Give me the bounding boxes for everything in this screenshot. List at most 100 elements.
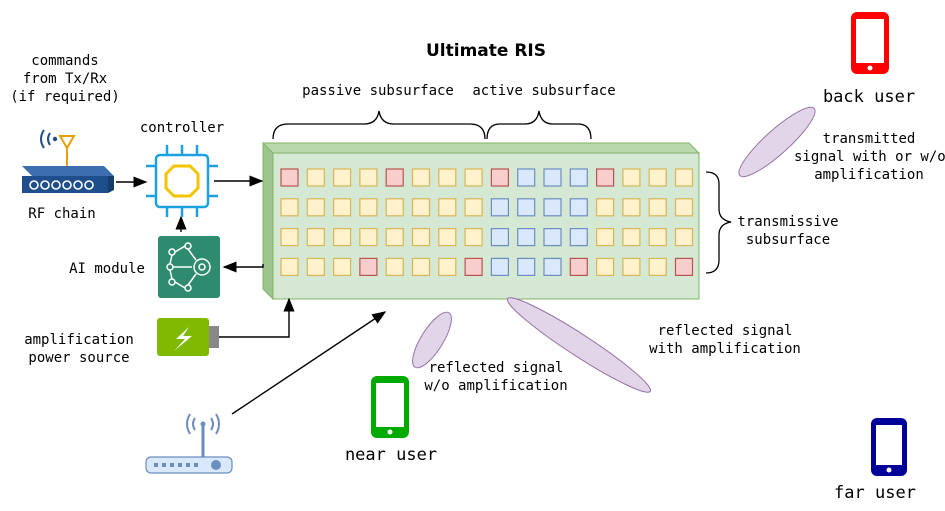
transmitted-line-3: amplification [814, 167, 924, 183]
controller-chip-icon [146, 145, 218, 217]
ris-cell-grid [280, 168, 694, 276]
active-brace [486, 110, 592, 140]
near-user-label: near user [344, 445, 438, 465]
active-cell [569, 168, 588, 187]
active-cell [490, 228, 509, 247]
far-user-phone-icon [871, 418, 907, 476]
tuned-cell [359, 257, 378, 276]
transmissive-subsurface-label: transmissive subsurface [728, 213, 848, 249]
active-cell [490, 257, 509, 276]
passive-cell [674, 168, 694, 187]
back-user-label: back user [822, 87, 916, 107]
passive-cell [595, 198, 615, 217]
passive-subsurface-label: passive subsurface [302, 83, 454, 99]
active-subsurface-label: active subsurface [472, 83, 616, 99]
power-to-ris-arrow [219, 297, 295, 338]
near-user-phone-icon [371, 376, 409, 438]
active-cell [543, 228, 562, 247]
tuned-cell [674, 257, 694, 276]
passive-cell [385, 257, 404, 276]
ai-module-label: AI module [69, 261, 145, 277]
passive-cell [359, 168, 378, 187]
passive-cell [411, 168, 431, 187]
passive-cell [438, 168, 457, 187]
ai-module-icon [158, 236, 220, 298]
commands-label: commands from Tx/Rx (if required) [0, 52, 130, 106]
tuned-cell [464, 257, 483, 276]
tuned-cell [385, 168, 404, 187]
passive-cell [622, 228, 641, 247]
passive-cell [359, 198, 378, 217]
active-cell [490, 198, 509, 217]
transmitted-line-2: signal with or w/o [794, 149, 945, 165]
passive-cell [333, 198, 352, 217]
passive-cell [648, 257, 667, 276]
rf-chain-icon [22, 129, 114, 193]
transmitted-signal-label: transmitted signal with or w/o amplifica… [794, 130, 945, 184]
controller-label: controller [139, 120, 225, 136]
active-cell [517, 168, 536, 187]
passive-cell [411, 228, 431, 247]
ap-to-ris-arrow [231, 311, 387, 415]
ris-to-ai-arrow [222, 261, 264, 273]
reflected-amp-line-1: reflected signal [657, 323, 793, 339]
tuned-cell [569, 257, 588, 276]
tuned-cell [490, 168, 509, 187]
reflected-without-amplification-label: reflected signal w/o amplification [416, 359, 576, 395]
tuned-cell [595, 168, 615, 187]
passive-cell [464, 198, 483, 217]
transmissive-line-2: subsurface [745, 232, 831, 248]
passive-cell [622, 257, 641, 276]
active-cell [517, 198, 536, 217]
passive-cell [622, 198, 641, 217]
passive-cell [464, 168, 483, 187]
passive-cell [648, 228, 667, 247]
passive-cell [333, 257, 352, 276]
active-cell [543, 168, 562, 187]
active-cell [543, 198, 562, 217]
battery-icon [157, 318, 219, 356]
commands-line-1: commands [31, 53, 99, 69]
passive-cell [648, 168, 667, 187]
passive-brace [272, 110, 486, 140]
transmissive-line-1: transmissive [737, 214, 839, 230]
transmitted-beam [738, 106, 816, 178]
rf-chain-label: RF chain [28, 206, 96, 222]
amplification-power-line-1: amplification [24, 332, 134, 348]
active-cell [569, 228, 588, 247]
passive-cell [674, 228, 694, 247]
passive-cell [306, 228, 325, 247]
active-cell [569, 198, 588, 217]
router-icon [145, 413, 233, 474]
active-cell [543, 257, 562, 276]
passive-cell [648, 198, 667, 217]
passive-cell [595, 257, 615, 276]
transmitted-line-1: transmitted [822, 131, 916, 147]
passive-cell [438, 198, 457, 217]
passive-cell [595, 228, 615, 247]
amplification-power-label: amplification power source [14, 331, 144, 367]
transmissive-brace [705, 171, 732, 274]
reflected-with-amplification-label: reflected signal with amplification [640, 322, 810, 358]
passive-cell [438, 257, 457, 276]
passive-cell [674, 198, 694, 217]
passive-cell [333, 168, 352, 187]
passive-cell [464, 228, 483, 247]
passive-cell [333, 228, 352, 247]
commands-line-3: (if required) [10, 89, 120, 105]
reflected-beam-amplified [506, 297, 652, 393]
passive-cell [385, 198, 404, 217]
active-cell [517, 228, 536, 247]
diagram-title: Ultimate RIS [426, 41, 547, 61]
reflected-noamp-line-2: w/o amplification [424, 378, 568, 394]
back-user-phone-icon [851, 12, 889, 74]
passive-cell [438, 228, 457, 247]
passive-cell [411, 257, 431, 276]
reflected-amp-line-2: with amplification [649, 341, 801, 357]
passive-cell [359, 228, 378, 247]
passive-cell [306, 168, 325, 187]
tuned-cell [280, 168, 299, 187]
passive-cell [280, 257, 299, 276]
passive-cell [280, 228, 299, 247]
passive-cell [411, 198, 431, 217]
